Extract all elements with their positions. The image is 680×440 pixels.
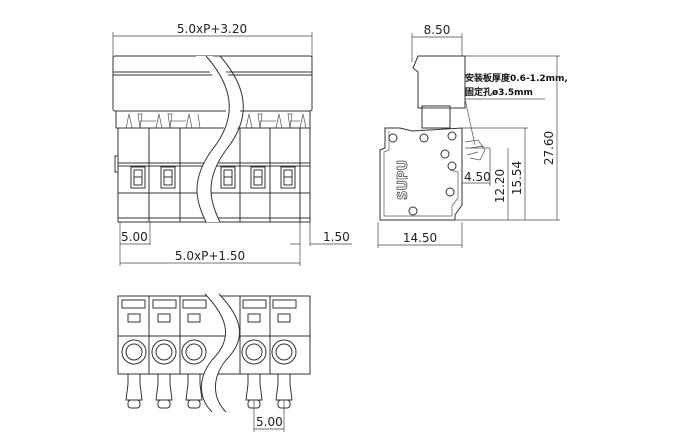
panel-thickness-note: 安装板厚度0.6-1.2mm, <box>465 72 568 84</box>
pitch-dimension: 5.00 <box>121 230 148 244</box>
side-view: 8.50 SUPU 安装板厚度0.6-1.2mm, 固定孔ø3.5mm 27.6… <box>377 23 568 248</box>
mounting-holes <box>388 131 457 216</box>
fixing-hole-note: 固定孔ø3.5mm <box>465 86 533 98</box>
overall-width-dimension: 5.0xP+3.20 <box>177 22 247 36</box>
front-view: 5.0xP+3.20 <box>112 22 352 266</box>
bottom-view: 5.00 <box>117 293 311 432</box>
edge-dimension: 1.50 <box>323 230 350 244</box>
bottom-pitch-dimension: 5.00 <box>256 415 283 429</box>
supu-logo: SUPU <box>396 160 411 200</box>
base-width-dimension: 14.50 <box>403 231 437 245</box>
pin-offset-dimension: 4.50 <box>464 170 491 184</box>
body-width-dimension: 5.0xP+1.50 <box>175 249 245 263</box>
height-15-dimension: 15.54 <box>510 161 524 195</box>
release-buttons <box>121 299 297 323</box>
wire-entry-windows <box>130 166 296 189</box>
total-height-dimension: 27.60 <box>542 131 556 165</box>
height-12-dimension: 12.20 <box>493 169 507 203</box>
wire-entry-holes <box>121 339 297 365</box>
top-width-dimension: 8.50 <box>424 23 451 37</box>
